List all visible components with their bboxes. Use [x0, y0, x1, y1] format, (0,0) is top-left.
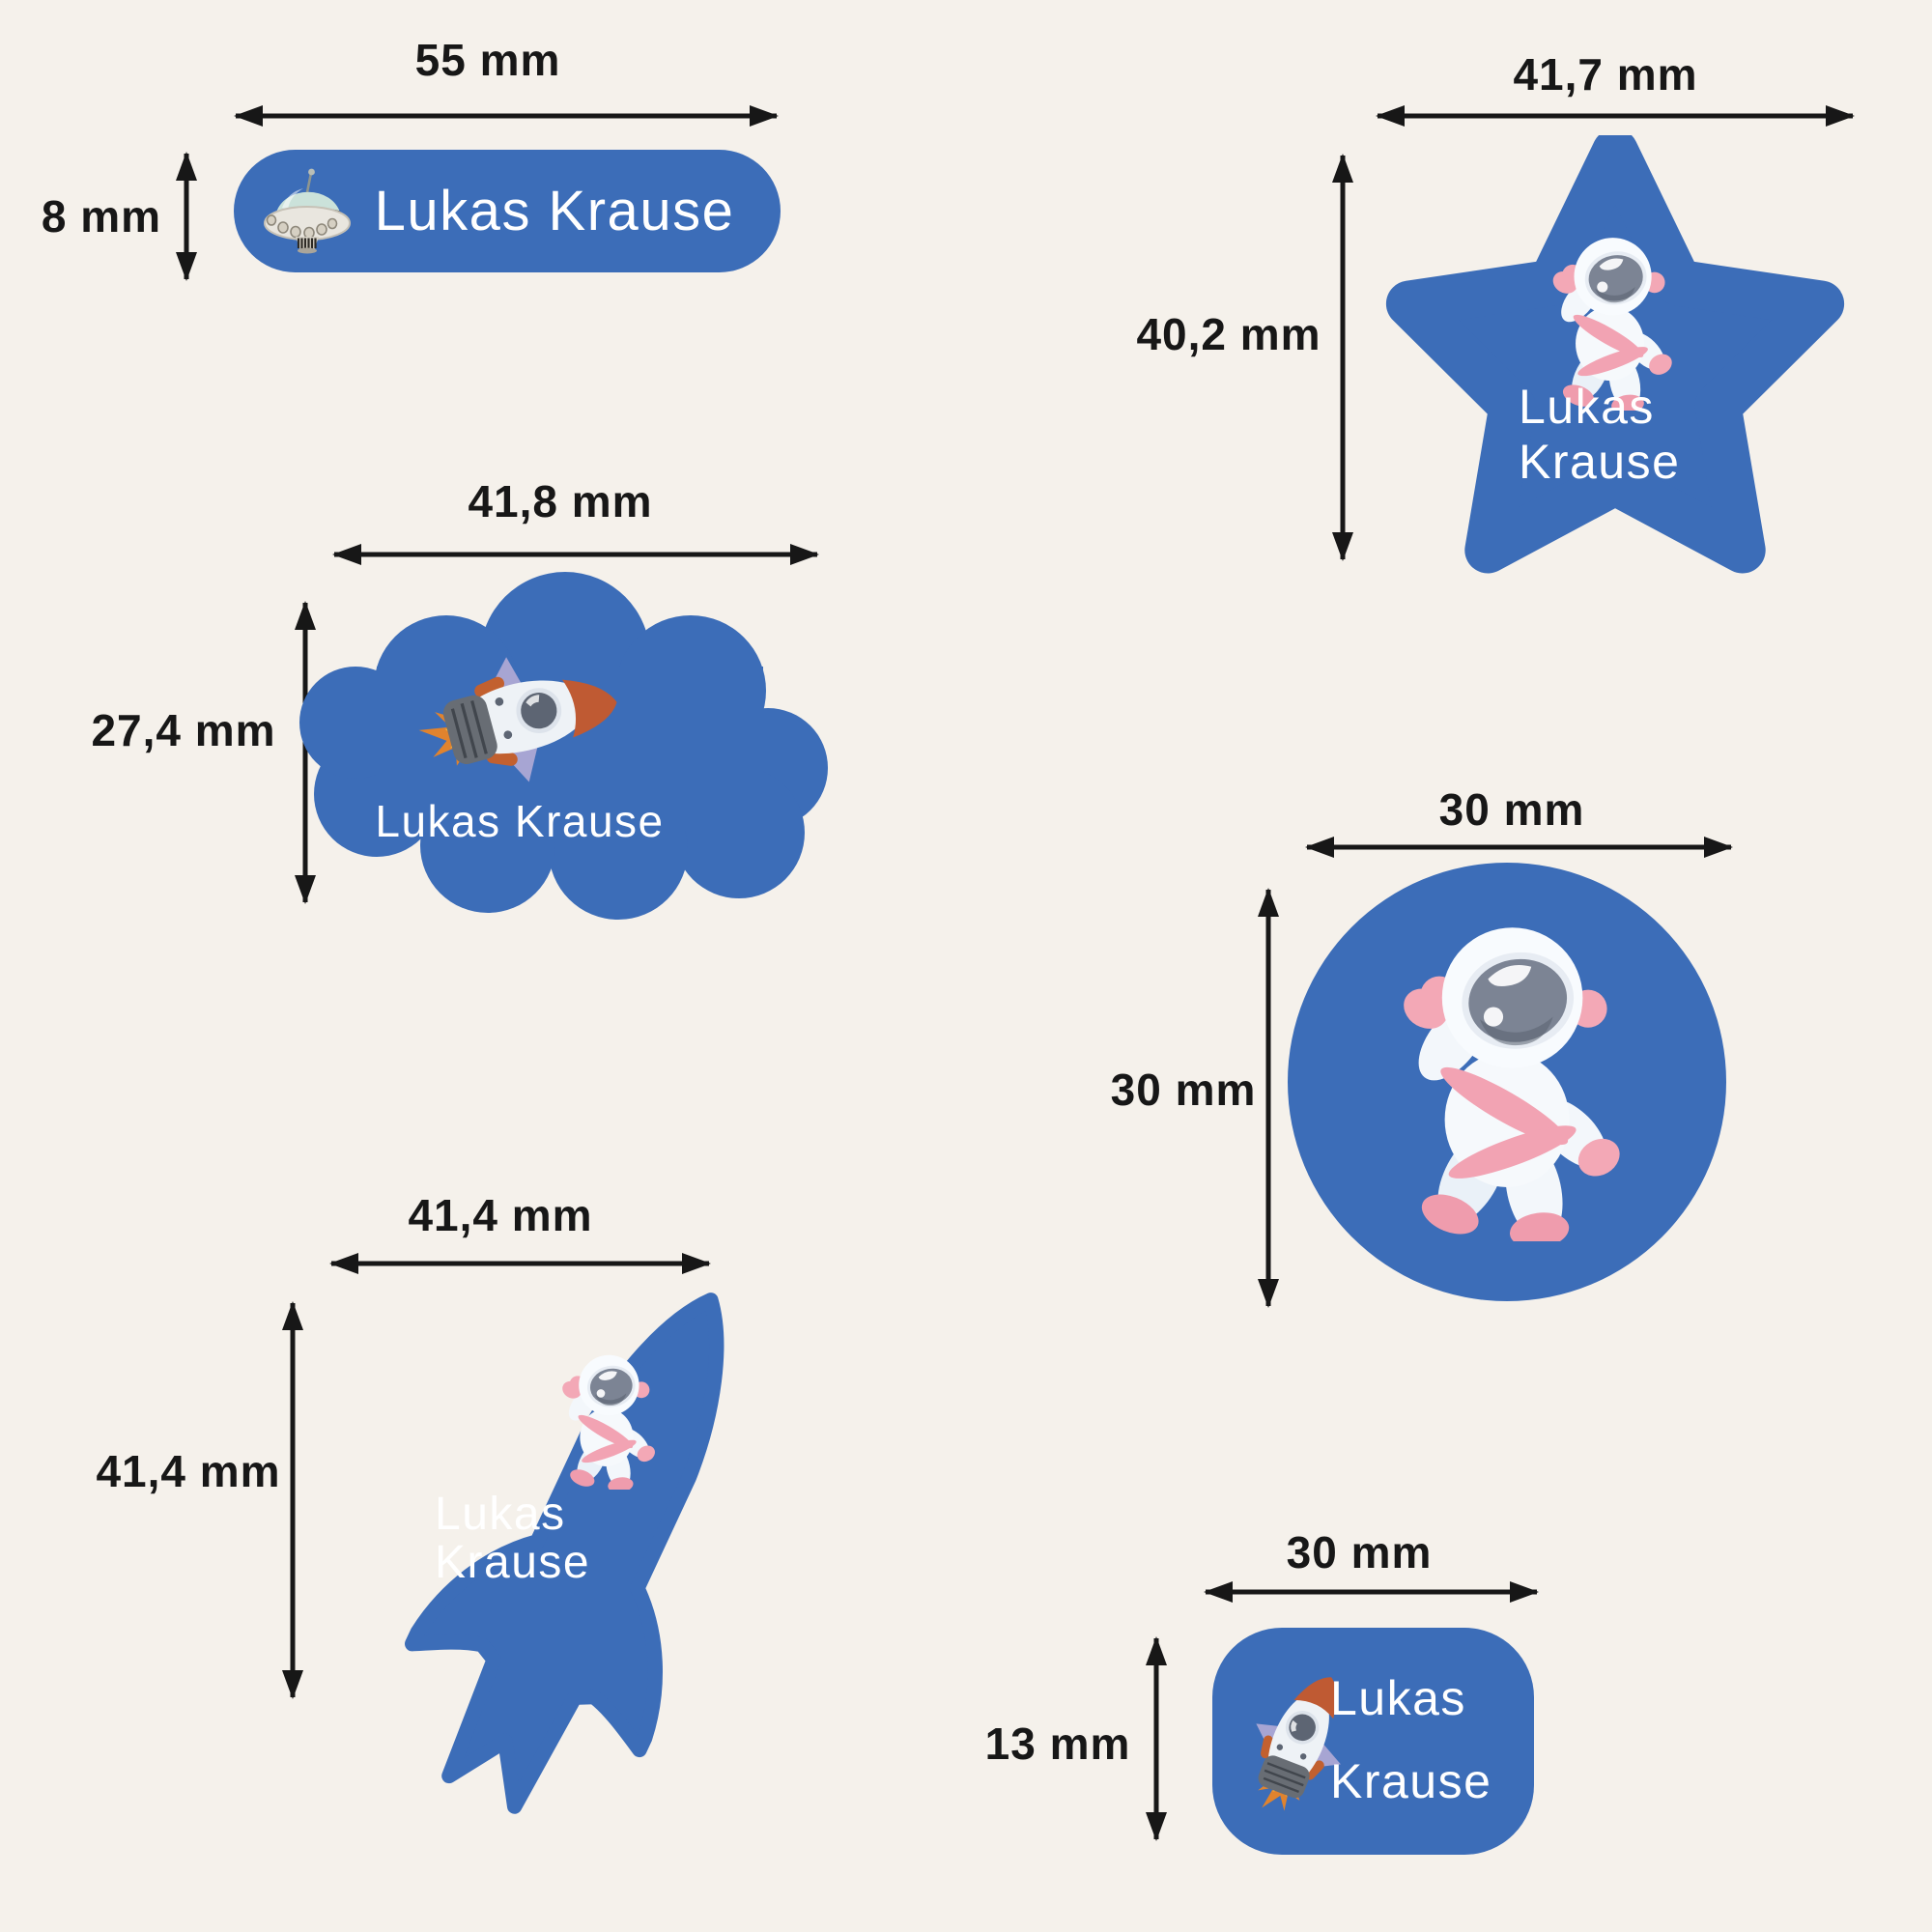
small-name-line2: Krause — [1330, 1754, 1492, 1808]
rocket-width-label: 41,4 mm — [408, 1190, 593, 1240]
ufo-icon — [259, 160, 355, 263]
sticker-small-rect: Lukas Krause — [1212, 1628, 1534, 1855]
pill-name: Lukas Krause — [374, 180, 735, 242]
sticker-pill: Lukas Krause — [234, 150, 781, 272]
star-name-line1: Lukas — [1519, 380, 1655, 434]
small-height-label: 13 mm — [984, 1719, 1131, 1769]
cloud-shape — [299, 572, 828, 920]
pill-height-label: 8 mm — [41, 191, 162, 242]
star-width-label: 41,7 mm — [1513, 49, 1698, 99]
circle-width-label: 30 mm — [1438, 784, 1585, 835]
astronaut-icon — [1372, 917, 1642, 1241]
rocket-height-label: 41,4 mm — [96, 1446, 281, 1496]
cloud-width-label: 41,8 mm — [468, 476, 653, 526]
sticker-cloud: Lukas Krause — [299, 572, 828, 920]
sticker-star: Lukas Krause — [1385, 135, 1845, 574]
rocket-name-line1: Lukas — [435, 1489, 566, 1540]
small-name-line1: Lukas — [1330, 1671, 1466, 1725]
sticker-circle — [1288, 863, 1726, 1301]
pill-width-label: 55 mm — [414, 35, 561, 85]
sticker-rocket: Lukas Krause — [404, 1293, 724, 1814]
star-name-line2: Krause — [1519, 435, 1680, 489]
rocket-name-line2: Krause — [435, 1537, 590, 1588]
star-height-label: 40,2 mm — [1136, 309, 1321, 359]
cloud-height-label: 27,4 mm — [91, 705, 276, 755]
circle-height-label: 30 mm — [1110, 1065, 1257, 1115]
cloud-name: Lukas Krause — [375, 796, 664, 846]
small-width-label: 30 mm — [1286, 1527, 1433, 1577]
